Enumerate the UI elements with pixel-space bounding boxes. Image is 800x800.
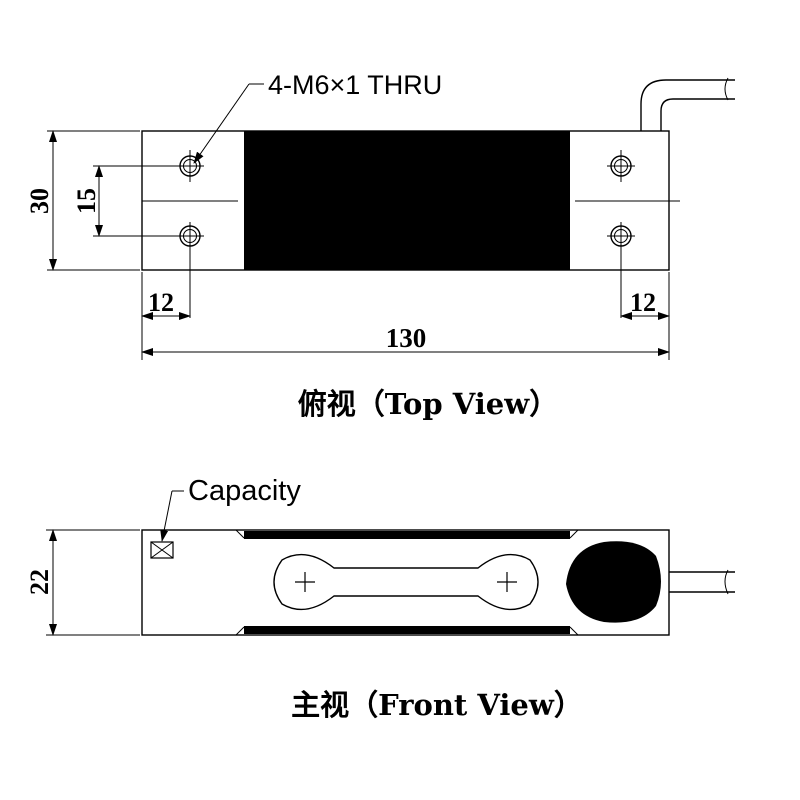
hole-callout-leader: [193, 83, 264, 164]
mounting-hole-top-left: [176, 150, 204, 182]
front-view-top-edge-step-right: [569, 529, 579, 539]
top-view-caption: 俯视（Top View）: [298, 387, 558, 421]
front-view-body-outline: [141, 529, 670, 636]
top-view-cable-break: [724, 77, 729, 101]
dimension-12-left: [141, 272, 191, 360]
mounting-hole-top-right: [607, 150, 635, 182]
top-view-cable: [640, 79, 735, 131]
front-view-bottom-edge-step: [235, 626, 245, 636]
front-view-caption: 主视（Front View）: [291, 688, 583, 722]
dimension-15: [93, 165, 176, 237]
top-view-gauge-area: [244, 131, 570, 270]
hole-callout-text: 4-M6×1 THRU: [268, 70, 442, 100]
dumbbell-center-mark-left: [295, 572, 315, 592]
front-view-cable-break: [724, 569, 729, 595]
capacity-label: Capacity: [188, 475, 301, 507]
dimension-12-right: [620, 272, 670, 360]
dimension-15-label: 15: [72, 188, 101, 214]
dimension-30: [47, 130, 140, 271]
front-view-top-edge-step: [235, 529, 245, 539]
capacity-leader: [160, 490, 184, 542]
front-view-gauge-bottom: [244, 626, 570, 634]
mounting-hole-bottom-right: [607, 222, 635, 318]
cable-gland: [566, 541, 661, 623]
capacity-marker-box: [150, 541, 174, 559]
dimension-130-label: 130: [386, 323, 427, 353]
dimension-12-left-label: 12: [148, 288, 174, 317]
dimension-12-right-label: 12: [630, 288, 656, 317]
dumbbell-center-mark-right: [497, 572, 517, 592]
front-view-gauge-top: [244, 531, 570, 539]
front-view: Capacity 22 主视（Front View）: [25, 475, 735, 722]
top-view: 4-M6×1 THRU 30 15 12 12: [25, 70, 735, 421]
dumbbell-cutout: [273, 553, 539, 611]
mounting-hole-bottom-left: [176, 222, 204, 318]
dimension-22-label: 22: [25, 569, 54, 595]
dimension-30-label: 30: [25, 188, 54, 214]
front-view-bottom-edge-step-right: [569, 626, 579, 636]
front-view-cable: [669, 571, 735, 593]
dimension-22: [46, 529, 140, 636]
